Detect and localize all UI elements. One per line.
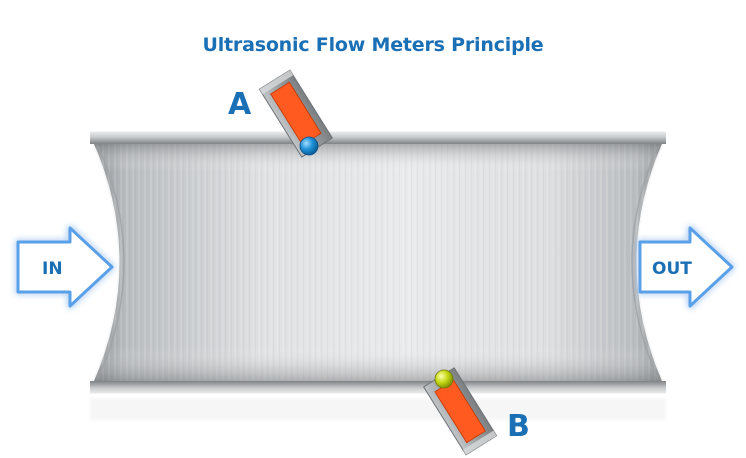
label-transducer-a: A (228, 87, 252, 122)
outlet-arrow-icon (638, 226, 734, 308)
diagram-title: Ultrasonic Flow Meters Principle (202, 34, 544, 56)
label-outlet: OUT (652, 259, 692, 279)
sensor-a-icon (299, 136, 319, 156)
transducer-a (258, 69, 334, 158)
label-transducer-b: B (507, 409, 530, 444)
label-inlet: IN (42, 259, 63, 279)
sensor-b-icon (434, 369, 454, 389)
inlet-arrow-icon (16, 226, 114, 308)
pipe (90, 130, 666, 420)
transducer-b (422, 367, 498, 456)
